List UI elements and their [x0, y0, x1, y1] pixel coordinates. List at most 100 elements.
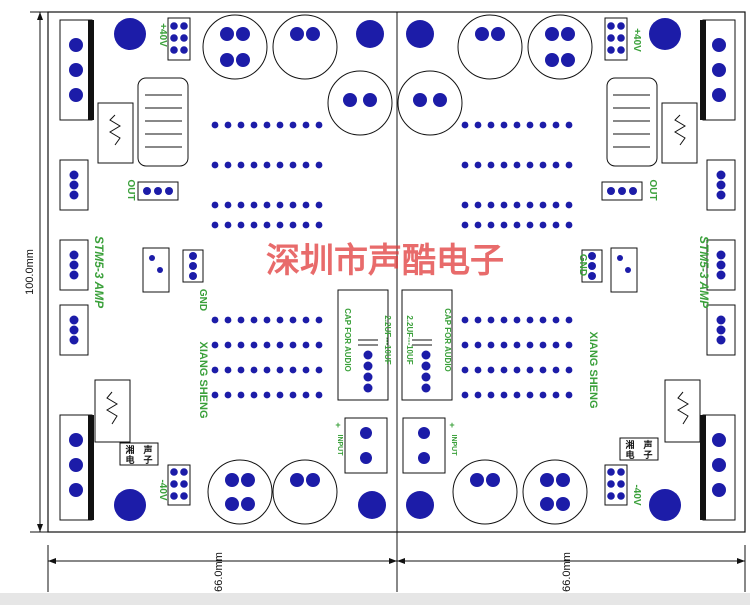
logo-char-3-left: 电 [125, 454, 134, 465]
solder-pad [250, 121, 258, 129]
solder-pad [565, 221, 573, 229]
solder-pad [315, 121, 323, 129]
pos-rail-label-right: +40V [631, 28, 642, 52]
solder-pad [302, 121, 310, 129]
solder-pad [539, 121, 547, 129]
logo-char-1-right: 湘 [625, 439, 634, 450]
board-title-left: STM5-3 AMP [92, 236, 106, 309]
solder-pad [237, 201, 245, 209]
solder-pad [237, 366, 245, 374]
solder-pad [474, 366, 482, 374]
logo-char-2-left: 声 [142, 444, 152, 455]
solder-pad [224, 221, 232, 229]
solder-pad [474, 201, 482, 209]
solder-pad [250, 366, 258, 374]
solder-pad [526, 366, 534, 374]
cap-range-left: 2.2UF---10UF [383, 315, 392, 364]
solder-pad [211, 201, 219, 209]
solder-pad [276, 121, 284, 129]
solder-pad [289, 201, 297, 209]
logo-char-1-left: 湘 [125, 444, 134, 455]
cap-label-right: CAP FOR AUDIO [443, 308, 452, 372]
solder-pad [513, 201, 521, 209]
solder-pad [474, 121, 482, 129]
solder-pad [474, 341, 482, 349]
logo-char-2-right: 声 [642, 439, 652, 450]
solder-pad [552, 161, 560, 169]
solder-pad [276, 221, 284, 229]
neg-rail-label-left: -40V [157, 479, 168, 500]
solder-pad [289, 391, 297, 399]
left-width-dimension-label: 66.0mm [213, 552, 225, 592]
solder-pad [513, 121, 521, 129]
maker-label-right: XIANG SHENG [587, 331, 599, 408]
solder-pad [565, 161, 573, 169]
input-plus-right: + [449, 420, 454, 430]
solder-pad [250, 221, 258, 229]
input-label-right: INPUT [450, 435, 457, 457]
solder-pad [263, 316, 271, 324]
solder-pad [315, 366, 323, 374]
solder-pad [539, 366, 547, 374]
dimension-arrows [37, 12, 745, 564]
solder-pad [500, 161, 508, 169]
solder-pad [526, 316, 534, 324]
solder-pad [289, 316, 297, 324]
solder-pad [250, 341, 258, 349]
solder-pad [487, 221, 495, 229]
solder-pad [315, 201, 323, 209]
solder-pad [250, 391, 258, 399]
solder-pad [263, 161, 271, 169]
solder-pad [224, 366, 232, 374]
solder-pad [539, 221, 547, 229]
solder-pad [500, 391, 508, 399]
solder-pad [513, 221, 521, 229]
solder-pad [315, 221, 323, 229]
cap-range-right: 2.2UF---10UF [405, 315, 414, 364]
solder-pad [552, 121, 560, 129]
amp-channel-right [397, 14, 736, 525]
solder-pad [539, 201, 547, 209]
solder-pad [513, 341, 521, 349]
solder-pad [276, 316, 284, 324]
solder-pad [224, 121, 232, 129]
maker-label-left: XIANG SHENG [197, 341, 209, 418]
solder-pad [539, 161, 547, 169]
solder-pad [461, 201, 469, 209]
solder-pad [237, 341, 245, 349]
solder-pad [302, 366, 310, 374]
solder-pad [211, 316, 219, 324]
height-dimension-label: 100.0mm [24, 249, 36, 295]
out-label-left: OUT [125, 179, 136, 200]
pos-rail-label-left: +40V [157, 23, 168, 47]
solder-pad [315, 341, 323, 349]
solder-pad [500, 366, 508, 374]
input-plus-left: + [335, 420, 340, 430]
solder-pad [474, 161, 482, 169]
solder-pad [302, 221, 310, 229]
solder-pad [565, 391, 573, 399]
solder-pad [263, 201, 271, 209]
neg-rail-label-right: -40V [631, 484, 642, 505]
solder-pad [237, 121, 245, 129]
solder-pad [289, 161, 297, 169]
solder-pad [552, 366, 560, 374]
solder-pad [500, 316, 508, 324]
solder-pad [289, 366, 297, 374]
solder-pad [211, 366, 219, 374]
solder-pad [461, 341, 469, 349]
solder-pad [276, 366, 284, 374]
solder-pad [302, 341, 310, 349]
solder-pad [487, 341, 495, 349]
solder-pad [224, 341, 232, 349]
bottom-strip [0, 593, 750, 605]
solder-pad [552, 221, 560, 229]
solder-pad [237, 161, 245, 169]
logo-char-4-left: 子 [143, 455, 152, 465]
solder-pad [526, 201, 534, 209]
solder-pad [461, 366, 469, 374]
solder-pad [250, 316, 258, 324]
solder-pad [289, 121, 297, 129]
solder-pad [565, 121, 573, 129]
